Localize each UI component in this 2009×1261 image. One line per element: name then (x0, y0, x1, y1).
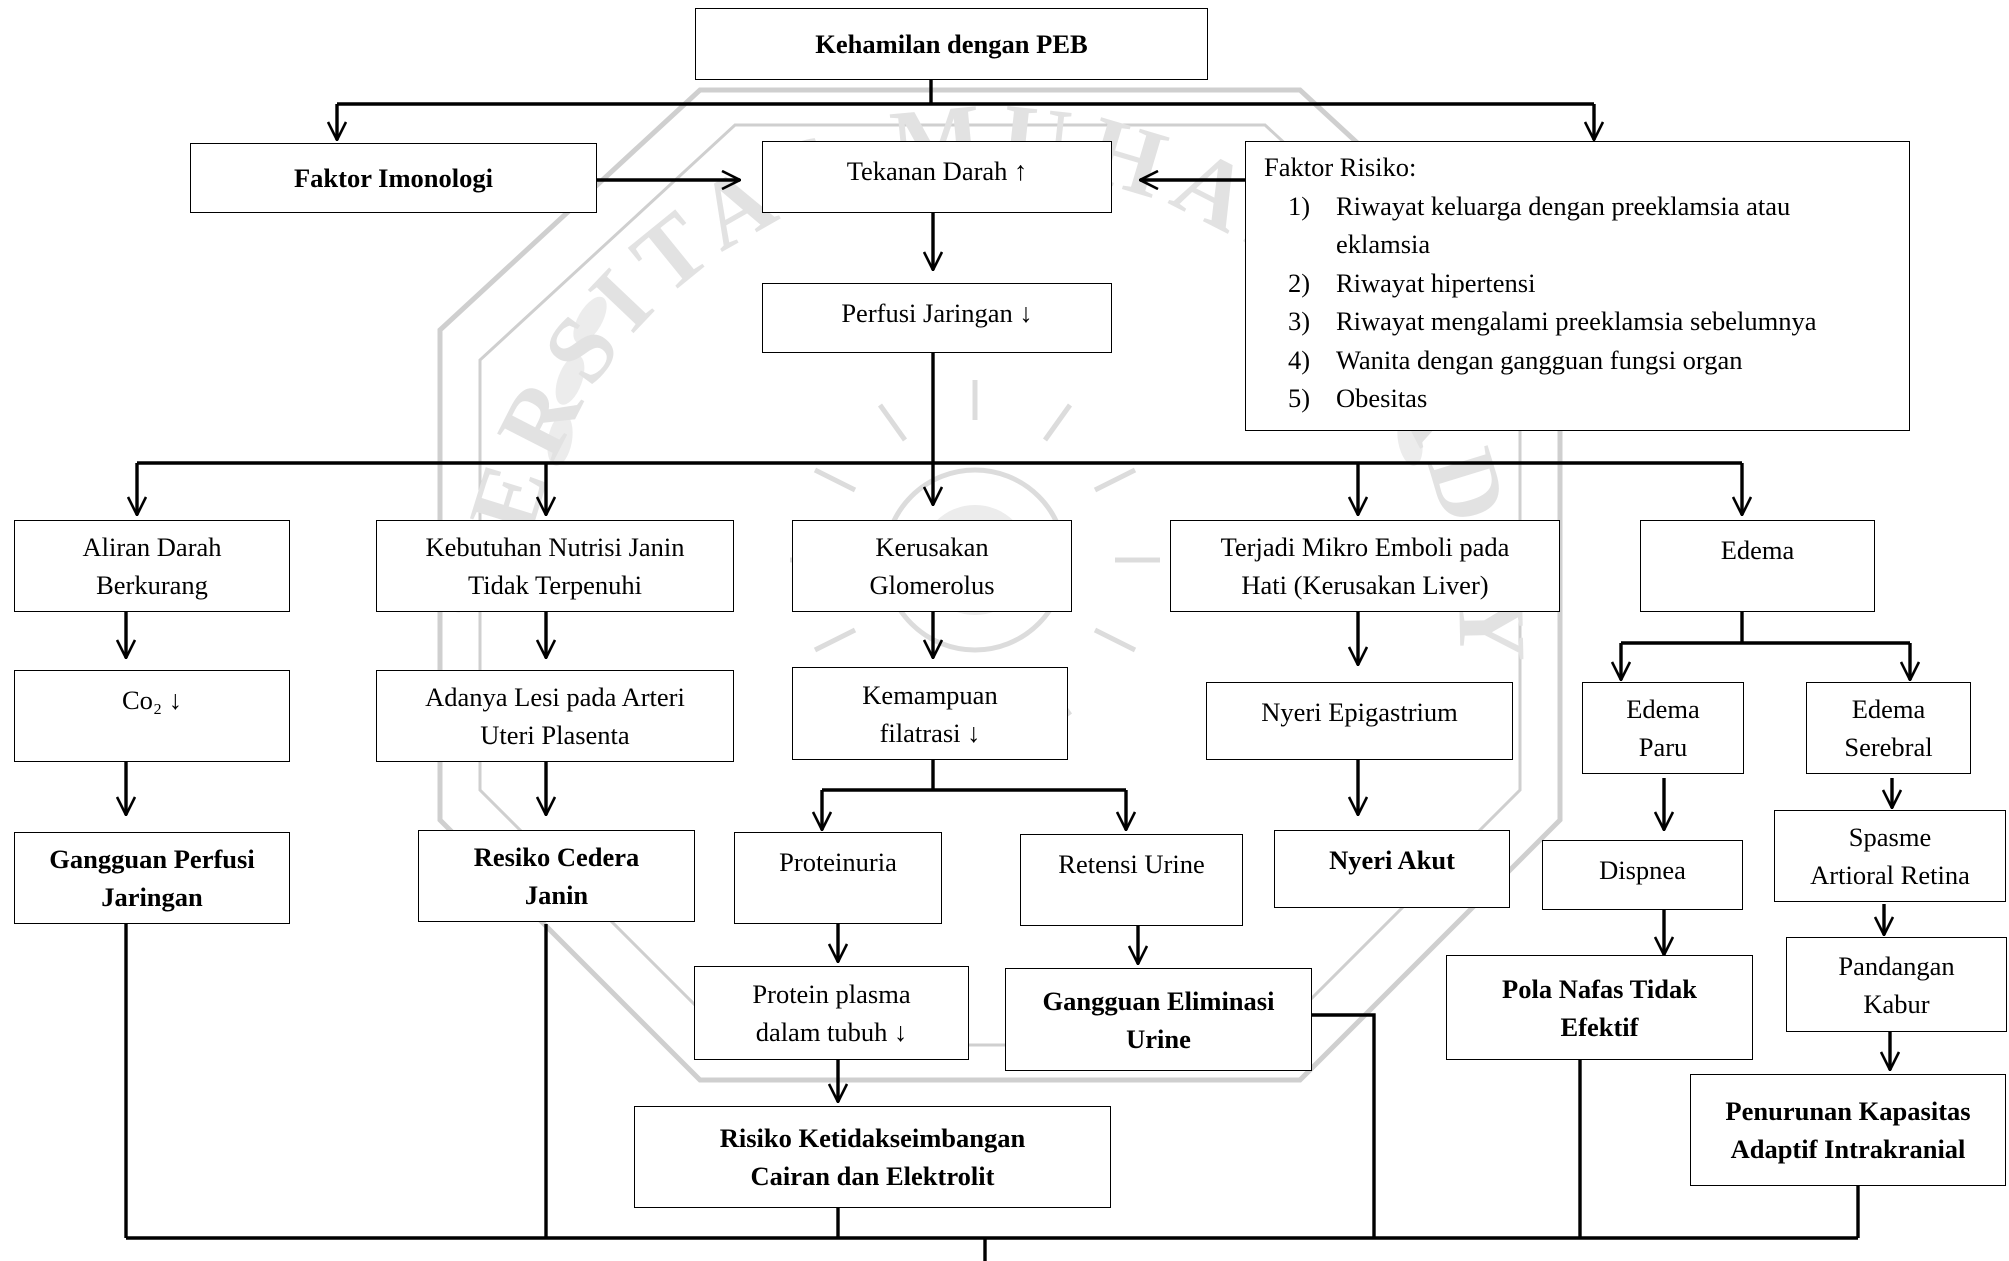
risk-factor-item: 2) Riwayat hipertensi (1288, 267, 1536, 298)
line-eliminasi-to-bottom (1312, 1013, 1376, 1238)
node-risiko-cairan: Risiko Ketidakseimbangan Cairan dan Elek… (634, 1106, 1111, 1208)
node-lesi-arteri: Adanya Lesi pada Arteri Uteri Plasenta (376, 670, 734, 762)
node-protein-plasma: Protein plasma dalam tubuh ↓ (694, 966, 969, 1060)
node-root: Kehamilan dengan PEB (695, 8, 1208, 80)
node-edema-serebral: Edema Serebral (1806, 682, 1971, 774)
node-penurunan-kapasitas: Penurunan Kapasitas Adaptif Intrakranial (1690, 1074, 2006, 1186)
risk-factor-item: 3) Riwayat mengalami preeklamsia sebelum… (1288, 306, 1817, 336)
node-gangguan-eliminasi: Gangguan Eliminasi Urine (1005, 968, 1312, 1071)
node-dispnea: Dispnea (1542, 840, 1743, 910)
node-kemampuan-filtrasi: Kemampuan filatrasi ↓ (792, 667, 1068, 760)
risk-factor-item: 5) Obesitas (1288, 383, 1428, 413)
node-gangguan-perfusi: Gangguan Perfusi Jaringan (14, 832, 290, 924)
risk-factor-item: 4) Wanita dengan gangguan fungsi organ (1288, 344, 1743, 375)
node-spasme: Spasme Artioral Retina (1774, 810, 2006, 902)
node-proteinuria: Proteinuria (734, 832, 942, 924)
node-faktor-imunologi: Faktor Imonologi (190, 143, 597, 213)
node-edema: Edema (1640, 520, 1875, 612)
risk-factors-title: Faktor Risiko: (1264, 152, 1417, 182)
node-nyeri-epigastrium: Nyeri Epigastrium (1206, 682, 1513, 760)
risk-factors-box: Faktor Risiko: 1) Riwayat keluarga denga… (1245, 141, 1910, 431)
node-edema-paru: Edema Paru (1582, 682, 1744, 774)
node-pola-nafas: Pola Nafas Tidak Efektif (1446, 955, 1753, 1060)
node-aliran-darah: Aliran Darah Berkurang (14, 520, 290, 612)
node-co2: Co₂ ↓ (14, 670, 290, 762)
node-pandangan-kabur: Pandangan Kabur (1786, 937, 2007, 1032)
node-tekanan-darah: Tekanan Darah ↑ (762, 141, 1112, 213)
node-retensi-urine: Retensi Urine (1020, 834, 1243, 926)
node-mikro-emboli: Terjadi Mikro Emboli pada Hati (Kerusaka… (1170, 520, 1560, 612)
node-kerusakan-glomerolus: Kerusakan Glomerolus (792, 520, 1072, 612)
node-perfusi-jaringan: Perfusi Jaringan ↓ (762, 283, 1112, 353)
risk-factor-item: 1) Riwayat keluarga dengan preeklamsia a… (1288, 190, 1791, 260)
node-resiko-cedera: Resiko Cedera Janin (418, 830, 695, 922)
node-kebutuhan-nutrisi: Kebutuhan Nutrisi Janin Tidak Terpenuhi (376, 520, 734, 612)
node-nyeri-akut: Nyeri Akut (1274, 830, 1510, 908)
